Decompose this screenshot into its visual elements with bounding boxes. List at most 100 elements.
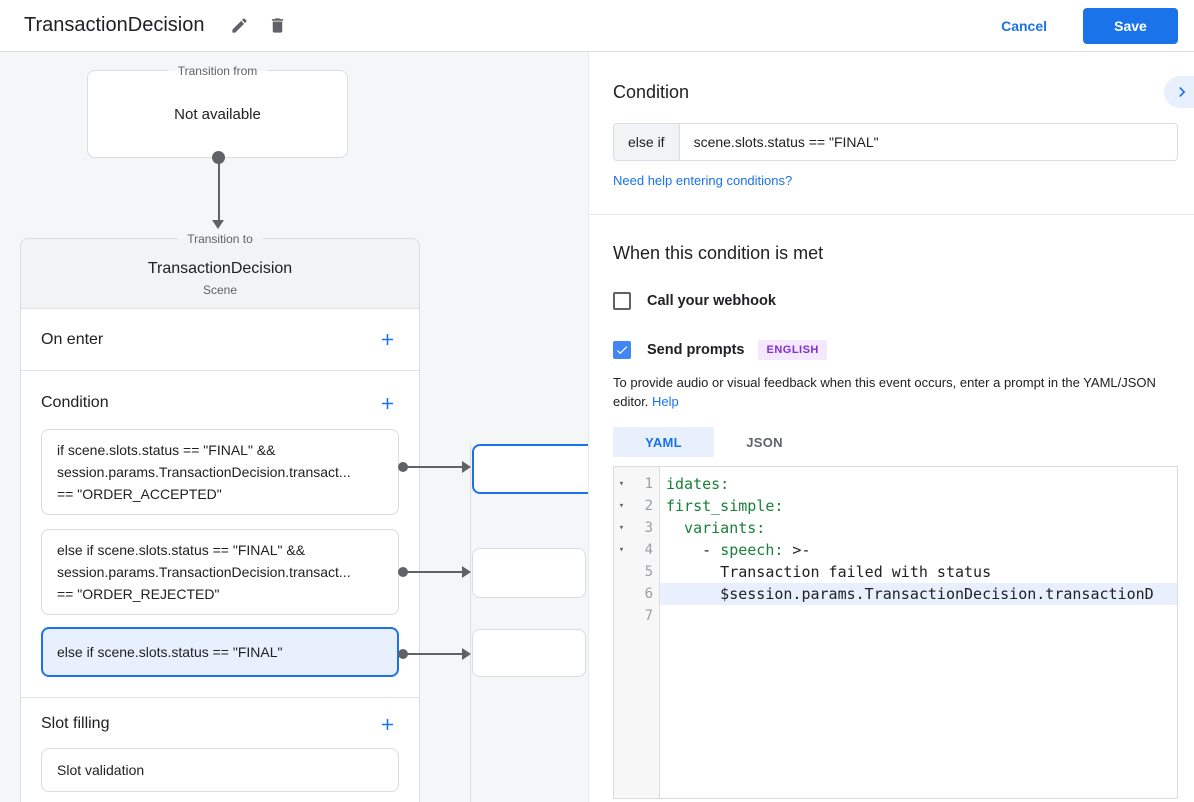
line-number: 6 xyxy=(644,586,653,602)
topbar-actions: Cancel Save xyxy=(985,7,1178,44)
transition-from-content: Not available xyxy=(174,105,261,123)
code-token: Transaction failed with status xyxy=(666,563,992,581)
edit-scene-button[interactable] xyxy=(222,9,256,43)
gutter-row: ▾4 xyxy=(614,539,659,561)
call-webhook-label: Call your webhook xyxy=(647,293,776,309)
add-on-enter-button[interactable] xyxy=(375,328,399,352)
code-token: first_simple: xyxy=(666,497,784,515)
code-line[interactable]: variants: xyxy=(660,517,1177,539)
code-line[interactable]: - speech: >- xyxy=(660,539,1177,561)
line-number: 4 xyxy=(644,542,653,558)
when-met-title: When this condition is met xyxy=(613,243,824,263)
on-enter-section[interactable]: On enter xyxy=(21,309,419,371)
condition-detail-panel: Condition else if Need help entering con… xyxy=(588,52,1194,802)
condition-card-1[interactable]: if scene.slots.status == "FINAL" && sess… xyxy=(41,429,399,515)
code-line[interactable]: $session.params.TransactionDecision.tran… xyxy=(660,583,1177,605)
slot-filling-section: Slot filling Slot validation xyxy=(21,698,419,802)
condition-expression-input[interactable] xyxy=(679,124,1177,160)
prompt-hint-text: To provide audio or visual feedback when… xyxy=(613,375,1156,409)
scene-name: TransactionDecision xyxy=(147,260,293,277)
gutter-row: 5 xyxy=(614,561,659,583)
code-token: $session.params.TransactionDecision.tran… xyxy=(666,585,1154,603)
plus-icon xyxy=(381,718,393,730)
tab-yaml[interactable]: YAML xyxy=(613,427,714,457)
condition-card-3-selected[interactable]: else if scene.slots.status == "FINAL" xyxy=(41,627,399,677)
transition-target-node[interactable] xyxy=(472,629,586,677)
condition-text: session.params.TransactionDecision.trans… xyxy=(57,564,351,580)
line-number: 5 xyxy=(644,564,653,580)
condition-text: else if scene.slots.status == "FINAL" xyxy=(57,644,283,660)
chevron-right-icon xyxy=(1179,87,1186,97)
panel-divider xyxy=(589,214,1194,215)
scene-header[interactable]: TransactionDecision Scene xyxy=(21,239,419,309)
condition-text: == "ORDER_REJECTED" xyxy=(57,586,220,602)
editor-tabs: YAML JSON xyxy=(613,427,1178,457)
send-prompts-label: Send prompts xyxy=(647,342,745,358)
code-line[interactable] xyxy=(660,605,1177,627)
code-token: >- xyxy=(783,541,811,559)
fold-toggle-icon[interactable]: ▾ xyxy=(618,545,625,555)
condition-text: if scene.slots.status == "FINAL" && xyxy=(57,442,276,458)
code-line[interactable]: Transaction failed with status xyxy=(660,561,1177,583)
fold-toggle-icon[interactable]: ▾ xyxy=(618,501,625,511)
top-bar: TransactionDecision Cancel Save xyxy=(0,0,1194,52)
code-token: speech: xyxy=(720,541,784,559)
save-button[interactable]: Save xyxy=(1083,7,1178,44)
condition-card-2[interactable]: else if scene.slots.status == "FINAL" &&… xyxy=(41,529,399,615)
edge-line xyxy=(405,653,463,655)
connector-line xyxy=(217,158,220,220)
tab-json[interactable]: JSON xyxy=(746,434,783,450)
cancel-button[interactable]: Cancel xyxy=(985,10,1063,42)
line-number: 2 xyxy=(644,498,653,514)
scene-type-label: Scene xyxy=(202,283,238,297)
fold-toggle-icon[interactable]: ▾ xyxy=(618,479,625,489)
transition-to-node: Transition to TransactionDecision Scene … xyxy=(20,230,420,802)
page-title: TransactionDecision xyxy=(24,14,205,36)
fold-toggle-icon[interactable]: ▾ xyxy=(618,523,625,533)
add-condition-button[interactable] xyxy=(375,391,399,415)
edge-arrowhead xyxy=(462,648,471,660)
gutter-row: 6 xyxy=(614,583,659,605)
condition-section: Condition if scene.slots.status == "FINA… xyxy=(21,371,419,698)
call-webhook-checkbox[interactable] xyxy=(613,292,631,310)
add-slot-button[interactable] xyxy=(375,712,399,736)
webhook-row: Call your webhook xyxy=(613,292,1178,310)
condition-input-group: else if xyxy=(613,123,1178,161)
transition-target-node[interactable] xyxy=(472,548,586,598)
edge-arrowhead xyxy=(462,461,471,473)
gutter-row: ▾3 xyxy=(614,517,659,539)
transition-from-node[interactable]: Transition from Not available xyxy=(87,62,348,158)
editor-code[interactable]: idates: first_simple: variants: - speech:… xyxy=(660,467,1177,798)
code-line[interactable]: idates: xyxy=(660,473,1177,495)
collapse-panel-button[interactable] xyxy=(1164,76,1194,108)
transition-from-legend: Transition from xyxy=(167,62,268,80)
delete-scene-button[interactable] xyxy=(260,9,294,43)
condition-text: == "ORDER_ACCEPTED" xyxy=(57,486,222,502)
pencil-icon xyxy=(232,18,247,33)
prompt-help-link[interactable]: Help xyxy=(652,393,679,409)
condition-prefix: else if xyxy=(614,124,680,160)
edge-dot xyxy=(398,462,408,472)
graph-rail xyxy=(470,444,471,802)
code-token: variants: xyxy=(666,519,766,537)
slot-validation-card[interactable]: Slot validation xyxy=(41,748,399,792)
checkmark-icon xyxy=(616,346,628,355)
gutter-row: ▾1 xyxy=(614,473,659,495)
transition-target-node-selected[interactable] xyxy=(472,444,596,494)
code-line[interactable]: first_simple: xyxy=(660,495,1177,517)
language-badge: ENGLISH xyxy=(758,340,827,360)
title-actions xyxy=(218,9,294,43)
line-number: 1 xyxy=(644,476,653,492)
send-prompts-checkbox[interactable] xyxy=(613,341,631,359)
code-token: idates: xyxy=(666,475,730,493)
scene-graph-canvas: Transition from Not available Transition… xyxy=(0,52,596,802)
condition-section-label: Condition xyxy=(41,394,109,411)
conditions-help-link[interactable]: Need help entering conditions? xyxy=(613,173,793,188)
trash-icon xyxy=(271,18,283,33)
plus-icon xyxy=(381,333,393,346)
on-enter-label: On enter xyxy=(41,330,104,348)
transition-to-legend: Transition to xyxy=(177,230,263,248)
send-prompts-row: Send prompts ENGLISH xyxy=(613,340,1178,360)
